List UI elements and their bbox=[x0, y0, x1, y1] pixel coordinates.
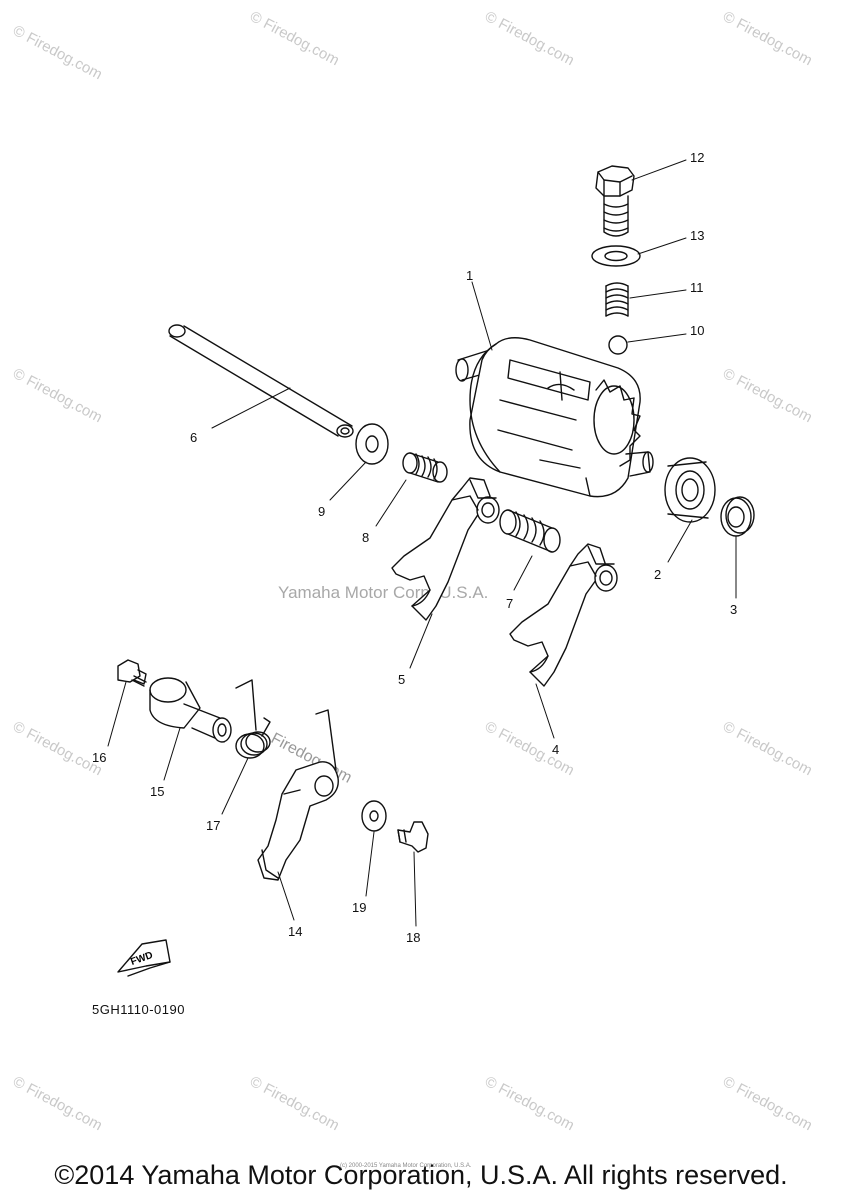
callout-14: 14 bbox=[288, 924, 303, 939]
part-4-shift-fork bbox=[509, 543, 618, 687]
callout-3: 3 bbox=[730, 602, 738, 617]
part-5-shift-fork bbox=[391, 477, 500, 621]
diagram-code: 5GH1110-0190 bbox=[92, 1002, 185, 1017]
callout-9: 9 bbox=[318, 504, 326, 519]
part-11-spring bbox=[605, 282, 629, 317]
part-17-torsion-spring bbox=[235, 679, 271, 759]
part-13-washer bbox=[591, 245, 641, 267]
part-7-spring bbox=[499, 509, 561, 553]
callout-18: 18 bbox=[406, 930, 421, 945]
copyright: ©2014 Yamaha Motor Corporation, U.S.A. A… bbox=[54, 1160, 788, 1190]
callout-13: 13 bbox=[690, 228, 705, 243]
part-8-spring bbox=[402, 452, 448, 483]
part-6-shaft bbox=[168, 324, 354, 438]
callout-6: 6 bbox=[190, 430, 198, 445]
callout-10: 10 bbox=[690, 323, 705, 338]
part-19-washer bbox=[361, 800, 387, 832]
part-12-bolt bbox=[595, 165, 635, 237]
callout-7: 7 bbox=[506, 596, 514, 611]
fwd-arrow-icon bbox=[117, 939, 171, 977]
callout-15: 15 bbox=[150, 784, 165, 799]
part-1-shift-drum bbox=[455, 337, 654, 498]
leader-lines bbox=[107, 159, 737, 927]
callout-11: 11 bbox=[690, 280, 704, 295]
callout-5: 5 bbox=[398, 672, 406, 687]
part-10-ball bbox=[608, 335, 628, 355]
part-18-bolt bbox=[397, 821, 429, 853]
part-2-bearing bbox=[664, 457, 716, 523]
part-16-bolt bbox=[117, 659, 147, 687]
part-15-collar bbox=[149, 677, 232, 743]
part-3-seal bbox=[720, 496, 755, 537]
callout-1: 1 bbox=[466, 268, 474, 283]
callout-4: 4 bbox=[552, 742, 560, 757]
callout-19: 19 bbox=[352, 900, 367, 915]
copyright-small: (c) 2000-2015 Yamaha Motor Corporation, … bbox=[340, 1163, 472, 1169]
callout-12: 12 bbox=[690, 150, 705, 165]
part-14-stopper-lever bbox=[257, 709, 339, 881]
callout-2: 2 bbox=[654, 567, 662, 582]
callout-8: 8 bbox=[362, 530, 370, 545]
callout-16: 16 bbox=[92, 750, 107, 765]
callout-17: 17 bbox=[206, 818, 221, 833]
part-9-washer bbox=[355, 423, 389, 465]
